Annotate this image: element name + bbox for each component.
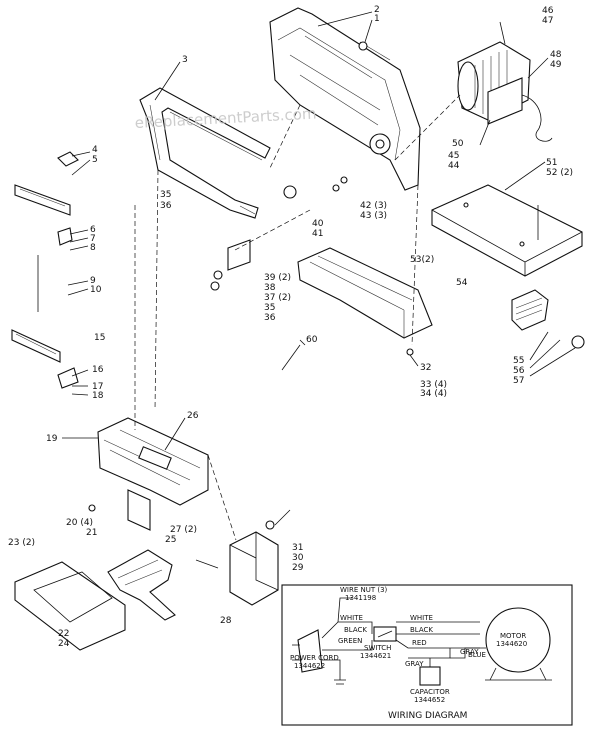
part-label-44: 44 bbox=[448, 161, 460, 171]
part-label-3: 3 bbox=[182, 55, 188, 65]
part-label-31: 31 bbox=[292, 543, 303, 553]
part-label-47: 47 bbox=[542, 16, 553, 26]
part-label-48: 48 bbox=[550, 50, 562, 60]
switch-label: SWITCH bbox=[364, 644, 391, 652]
part-label-40: 40 bbox=[312, 219, 324, 229]
wire-gray-1: GRAY bbox=[460, 648, 479, 656]
switch-number: 1344621 bbox=[360, 652, 391, 660]
wiring-diagram: WIRE NUT (3) 1341198 WHITE WHITE BLACK B… bbox=[281, 584, 573, 726]
lower-cover-part bbox=[14, 561, 126, 651]
leader-lines bbox=[62, 11, 576, 526]
wire-green: GREEN bbox=[338, 637, 362, 645]
part-label-17: 17 bbox=[92, 382, 103, 392]
blade-guard-parts bbox=[11, 151, 79, 389]
part-label-16: 16 bbox=[92, 365, 104, 375]
part-label-23: 23 (2) bbox=[8, 538, 35, 548]
part-label-9: 9 bbox=[90, 276, 96, 286]
base-part bbox=[297, 247, 433, 339]
part-label-52: 52 (2) bbox=[546, 168, 573, 178]
part-label-5: 5 bbox=[92, 155, 98, 165]
wire-red: RED bbox=[412, 639, 427, 647]
part-label-32: 32 bbox=[420, 363, 431, 373]
part-label-4: 4 bbox=[92, 145, 98, 155]
part-label-39: 39 (2) bbox=[264, 273, 291, 283]
part-label-43: 43 (3) bbox=[360, 211, 387, 221]
part-label-27: 27 (2) bbox=[170, 525, 197, 535]
wire-black-2: BLACK bbox=[410, 626, 433, 634]
part-label-37: 37 (2) bbox=[264, 293, 291, 303]
wire-white-2: WHITE bbox=[410, 614, 433, 622]
part-label-21: 21 bbox=[86, 528, 97, 538]
motor-number: 1344620 bbox=[496, 640, 527, 648]
wire-black-1: BLACK bbox=[344, 626, 367, 634]
part-label-30: 30 bbox=[292, 553, 304, 563]
part-label-53: 53(2) bbox=[410, 255, 434, 265]
wire-white-1: WHITE bbox=[340, 614, 363, 622]
part-label-55: 55 bbox=[513, 356, 524, 366]
part-label-36a: 36 bbox=[160, 201, 172, 211]
wire-nut-label: WIRE NUT (3) bbox=[340, 586, 388, 594]
alignment-lines bbox=[134, 94, 461, 541]
upper-frame-part bbox=[269, 7, 421, 191]
part-label-35b: 35 bbox=[264, 303, 275, 313]
part-label-8: 8 bbox=[90, 243, 96, 253]
part-label-20: 20 (4) bbox=[66, 518, 93, 528]
part-label-45: 45 bbox=[448, 151, 459, 161]
lower-arm-part bbox=[107, 549, 176, 621]
c-arm-part bbox=[139, 87, 271, 219]
part-label-26: 26 bbox=[187, 411, 199, 421]
part-label-36b: 36 bbox=[264, 313, 276, 323]
part-label-10: 10 bbox=[90, 285, 102, 295]
part-label-35a: 35 bbox=[160, 190, 171, 200]
part-label-29: 29 bbox=[292, 563, 304, 573]
power-cord-label: POWER CORD bbox=[290, 654, 339, 662]
capacitor-label: CAPACITOR bbox=[410, 688, 450, 696]
part-label-42: 42 (3) bbox=[360, 201, 387, 211]
part-label-19: 19 bbox=[46, 434, 58, 444]
part-label-33: 33 (4) bbox=[420, 380, 447, 390]
part-label-24: 24 bbox=[58, 639, 70, 649]
part-label-57: 57 bbox=[513, 376, 524, 386]
motor-part bbox=[457, 41, 553, 142]
part-label-54: 54 bbox=[456, 278, 468, 288]
capacitor-number: 1344652 bbox=[414, 696, 445, 704]
part-label-1: 2 bbox=[374, 5, 380, 15]
power-cord-number: 1344622 bbox=[294, 662, 325, 670]
part-label-50: 50 bbox=[452, 139, 464, 149]
part-label-18: 18 bbox=[92, 391, 104, 401]
wiring-diagram-title: WIRING DIAGRAM bbox=[388, 711, 467, 721]
part-label-46: 46 bbox=[542, 6, 554, 16]
part-label-25: 25 bbox=[165, 535, 176, 545]
part-label-28: 28 bbox=[220, 616, 232, 626]
switch-box-part bbox=[229, 520, 279, 606]
part-label-49: 49 bbox=[550, 60, 562, 70]
wire-nut-number: 1341198 bbox=[345, 594, 376, 602]
part-label-22: 22 bbox=[58, 629, 69, 639]
wire-blue: BLUE bbox=[468, 651, 486, 659]
part-label-38: 38 bbox=[264, 283, 276, 293]
table-bracket-part bbox=[511, 289, 585, 349]
part-label-60: 60 bbox=[306, 335, 318, 345]
part-label-56: 56 bbox=[513, 366, 525, 376]
hardware-parts bbox=[88, 176, 414, 569]
part-labels: 2 1 3 4 5 6 7 8 9 10 15 16 17 18 19 20 (… bbox=[8, 5, 573, 649]
part-label-41: 41 bbox=[312, 229, 323, 239]
part-label-7: 7 bbox=[90, 234, 96, 244]
part-label-15: 15 bbox=[94, 333, 105, 343]
motor-label: MOTOR bbox=[500, 632, 526, 640]
part-label-2: 1 bbox=[374, 14, 380, 24]
table-part bbox=[431, 184, 583, 277]
lower-housing-part bbox=[97, 417, 209, 531]
part-label-6: 6 bbox=[90, 225, 96, 235]
part-label-34: 34 (4) bbox=[420, 389, 447, 399]
part-label-51: 51 bbox=[546, 158, 557, 168]
wire-gray-2: GRAY bbox=[405, 660, 424, 668]
